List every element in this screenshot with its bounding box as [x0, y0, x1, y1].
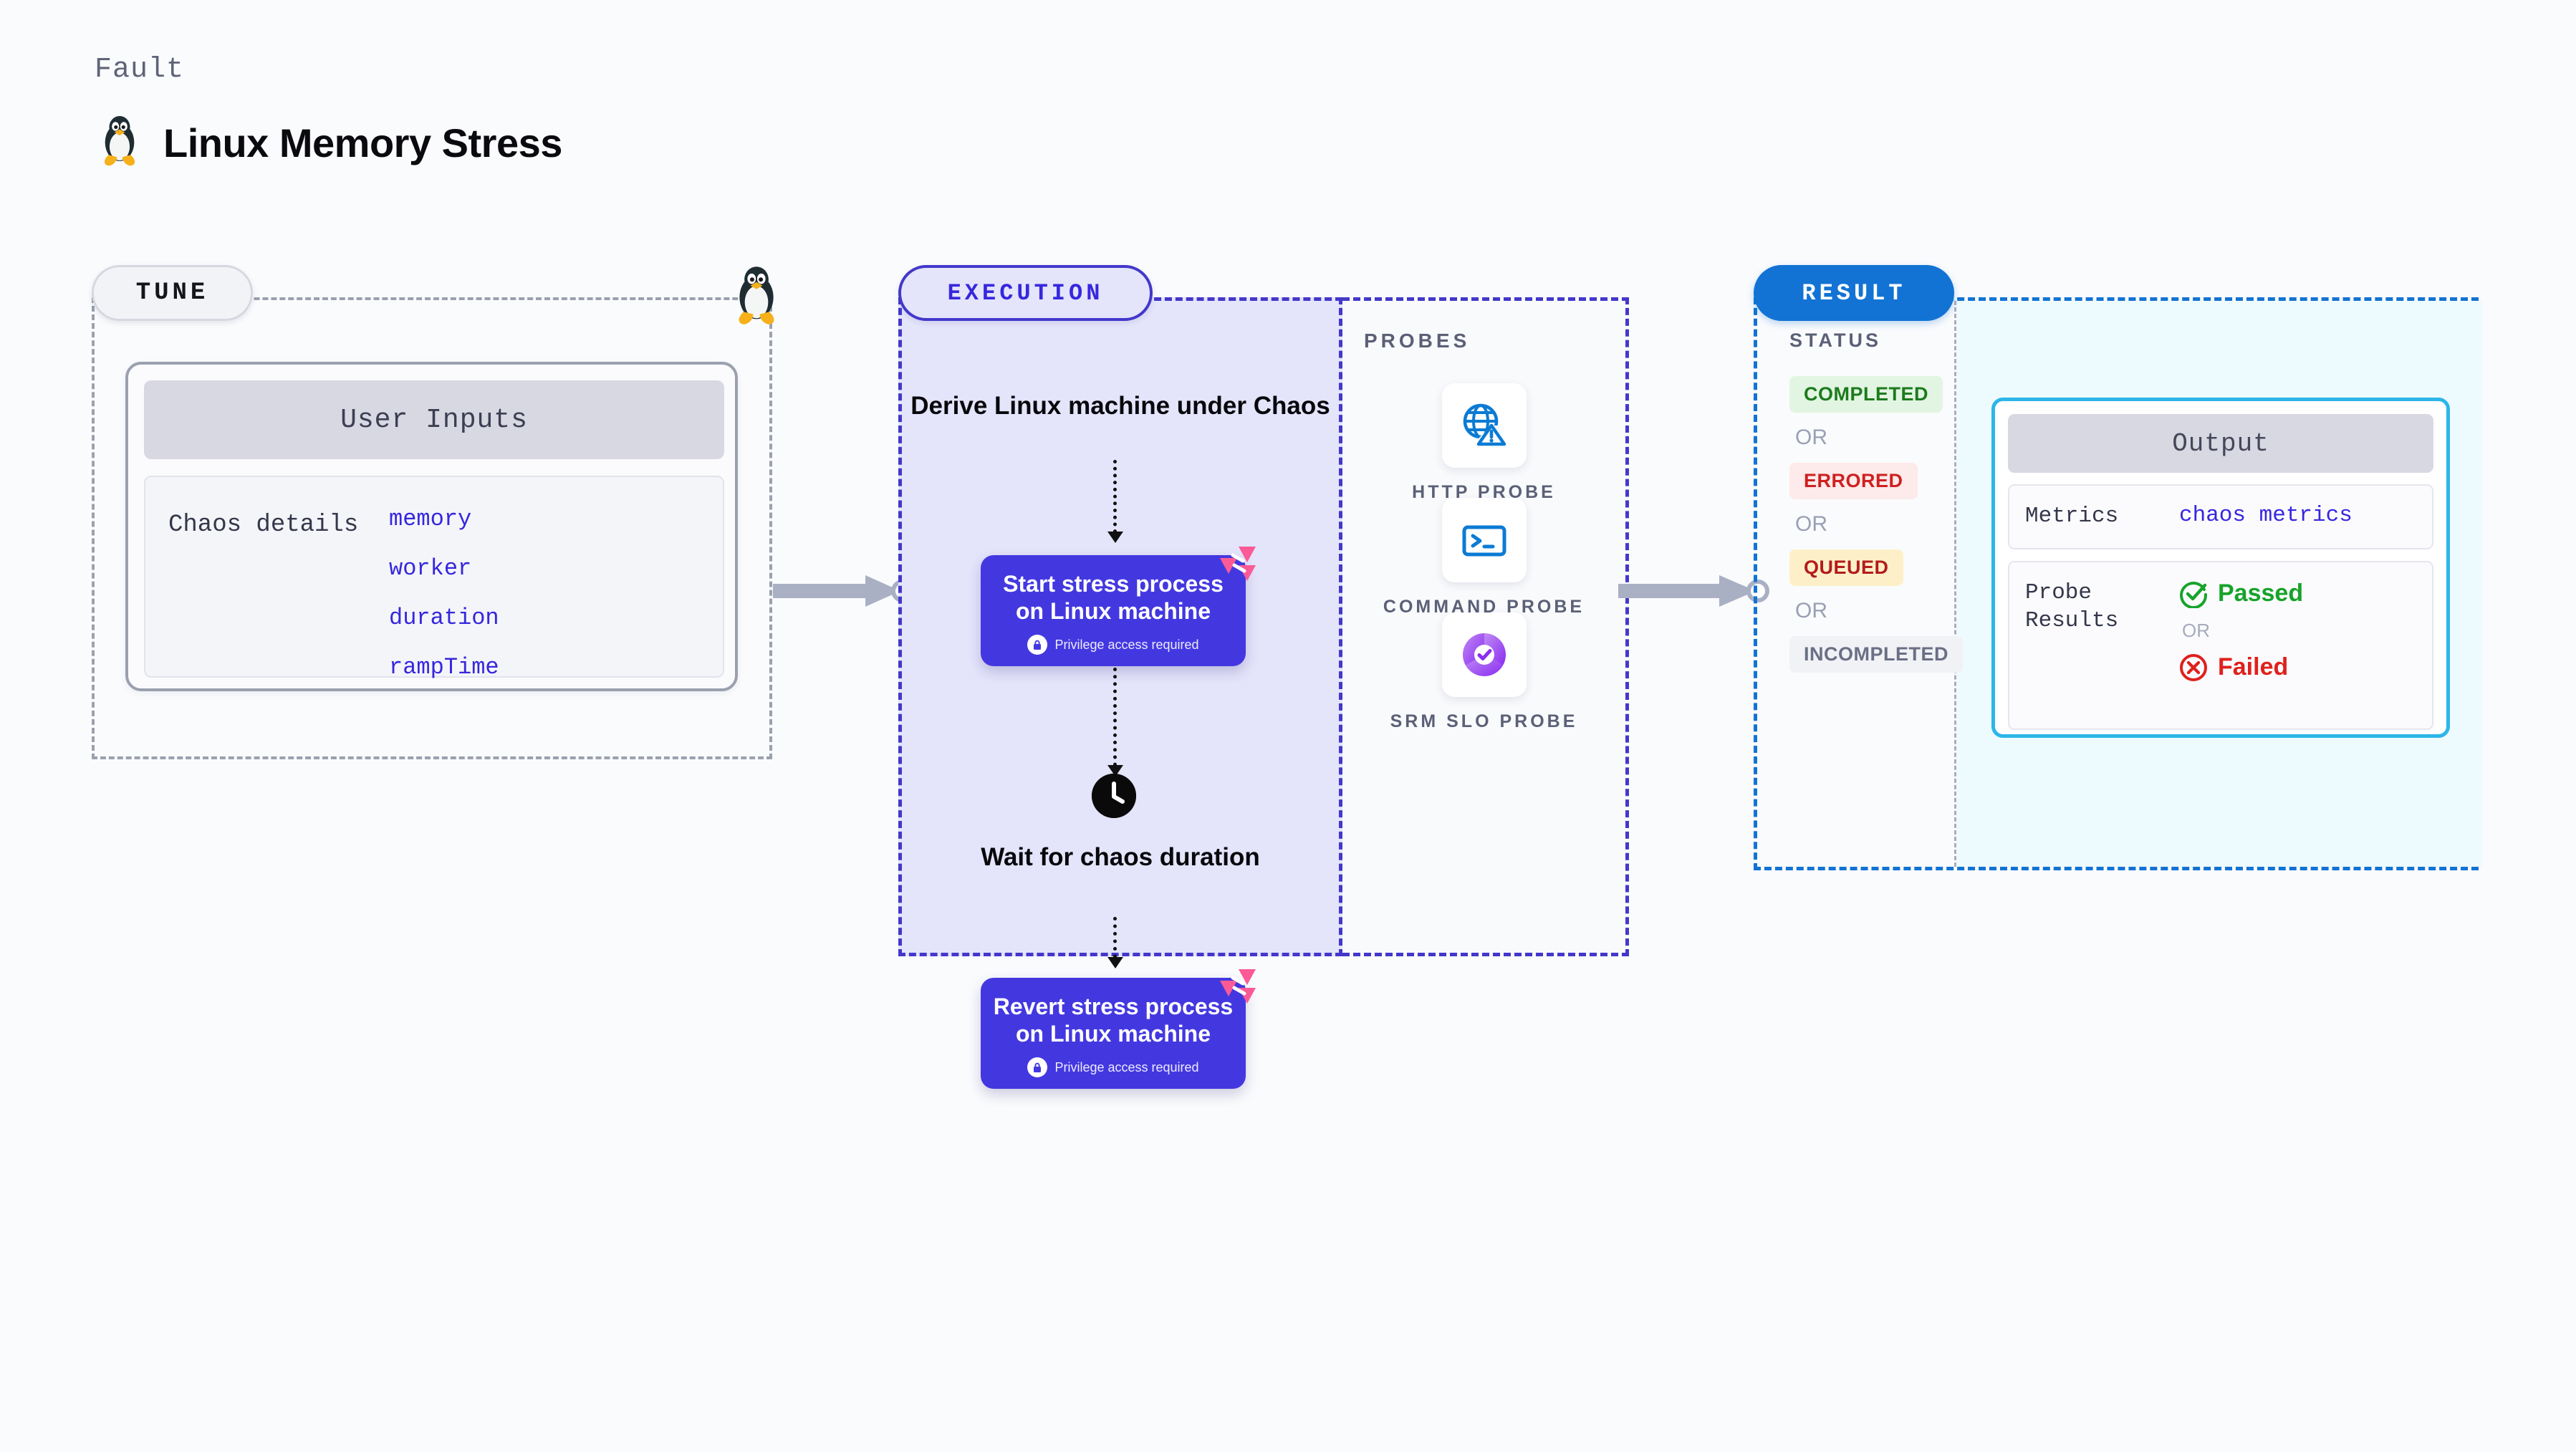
probe-result-failed: Failed: [2179, 653, 2303, 682]
tune-pill[interactable]: TUNE: [92, 265, 253, 321]
status-badge-errored: ERRORED: [1789, 463, 1918, 499]
node-revert-stress[interactable]: Revert stress process on Linux machine P…: [981, 969, 1256, 1089]
tune-panel: [92, 297, 772, 759]
check-circle-icon: [2179, 580, 2208, 608]
parameter-memory[interactable]: memory: [389, 506, 472, 532]
arrow-wait-to-revert: [1107, 917, 1123, 968]
terminal-icon: [1441, 498, 1527, 582]
status-or-1: OR: [1795, 425, 1827, 449]
metrics-row: Metrics chaos metrics: [2008, 484, 2433, 549]
probe-results-values: Passed OR Failed: [2179, 580, 2303, 682]
clock-icon: [1092, 774, 1136, 818]
status-badge-incompleted: INCOMPLETED: [1789, 636, 1964, 673]
probes-section-label: PROBES: [1364, 330, 1471, 352]
probe-result-passed: Passed: [2179, 580, 2303, 608]
status-label: STATUS: [1789, 330, 1881, 351]
arrow-start-to-wait: [1107, 668, 1123, 777]
page-title-text: Linux Memory Stress: [163, 120, 562, 165]
privilege-note-text: Privilege access required: [1054, 1059, 1199, 1074]
execution-panel: Derive Linux machine under Chaos Start s…: [898, 297, 1342, 1089]
litmus-logo-icon: [1217, 966, 1257, 1006]
tux-penguin-icon: [97, 115, 142, 170]
result-divider: [1954, 301, 1956, 867]
step-wait-duration: Wait for chaos duration: [981, 843, 1260, 871]
user-inputs-header: User Inputs: [144, 380, 724, 459]
page-title: Linux Memory Stress: [97, 115, 562, 170]
lock-icon: [1027, 635, 1048, 655]
probe-command[interactable]: COMMAND PROBE: [1342, 498, 1625, 620]
status-or-3: OR: [1795, 599, 1827, 622]
probe-result-passed-label: Passed: [2218, 580, 2304, 607]
lock-icon: [1027, 1057, 1048, 1078]
node-revert-stress-label: Revert stress process on Linux machine: [993, 993, 1234, 1047]
connector-tune-to-execution: [770, 569, 913, 612]
connector-execution-to-result: [1615, 569, 1769, 612]
status-or-2: OR: [1795, 512, 1827, 536]
x-circle-icon: [2179, 653, 2208, 682]
status-badge-completed: COMPLETED: [1789, 376, 1943, 413]
probe-result-or: OR: [2182, 619, 2210, 641]
parameter-duration[interactable]: duration: [389, 605, 499, 631]
result-pill[interactable]: RESULT: [1754, 265, 1954, 321]
user-inputs-card: User Inputs Chaos details memory worker …: [125, 362, 738, 691]
status-badge-queued: QUEUED: [1789, 549, 1903, 586]
litmus-logo-icon: [1217, 544, 1257, 584]
probe-srm-slo[interactable]: SRM SLO PROBE: [1342, 612, 1625, 734]
output-header: Output: [2008, 414, 2433, 473]
step-derive-machine: Derive Linux machine under Chaos: [910, 392, 1330, 420]
output-card: Output Metrics chaos metrics Probe Resul…: [1991, 398, 2450, 738]
fault-kicker: Fault: [95, 54, 185, 86]
probe-srm-slo-label: SRM SLO PROBE: [1390, 711, 1578, 731]
privilege-note: Privilege access required: [1027, 635, 1199, 655]
probe-results-row: Probe Results Passed OR: [2008, 560, 2433, 730]
probes-panel: PROBES HTTP PROBE: [1342, 297, 1629, 956]
node-start-stress-label: Start stress process on Linux machine: [1003, 570, 1224, 624]
metrics-value[interactable]: chaos metrics: [2179, 503, 2352, 528]
metrics-key: Metrics: [2025, 504, 2119, 529]
arrow-derive-to-start: [1107, 460, 1123, 543]
probe-results-key: Probe Results: [2025, 580, 2119, 633]
probe-http[interactable]: HTTP PROBE: [1342, 383, 1625, 505]
slo-donut-check-icon: [1441, 612, 1527, 697]
chaos-parameter-list: memory worker duration rampTime: [389, 506, 499, 681]
tux-penguin-icon: [731, 265, 782, 327]
parameter-worker[interactable]: worker: [389, 555, 472, 582]
globe-warning-icon: [1441, 383, 1527, 468]
user-inputs-body: Chaos details memory worker duration ram…: [144, 476, 724, 681]
privilege-note: Privilege access required: [1027, 1057, 1199, 1078]
chaos-details-label: Chaos details: [168, 511, 359, 539]
status-list: COMPLETED OR ERRORED OR QUEUED OR INCOMP…: [1789, 376, 1964, 673]
privilege-note-text: Privilege access required: [1054, 637, 1199, 652]
execution-pill[interactable]: EXECUTION: [898, 265, 1153, 321]
parameter-ramptime[interactable]: rampTime: [389, 654, 499, 681]
node-start-stress[interactable]: Start stress process on Linux machine Pr…: [981, 547, 1256, 666]
probe-result-failed-label: Failed: [2218, 653, 2289, 681]
